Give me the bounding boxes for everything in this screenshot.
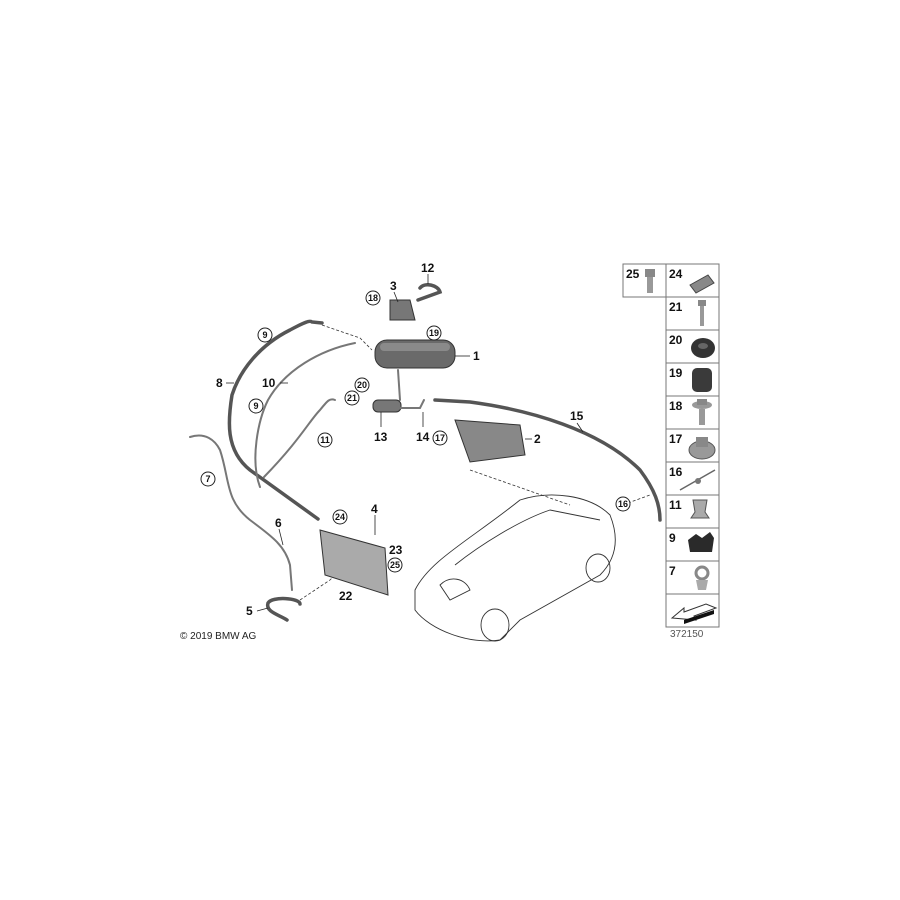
callout-12: 12: [421, 261, 435, 275]
callout-22: 22: [339, 589, 353, 603]
callout-8: 8: [216, 376, 223, 390]
svg-text:16: 16: [618, 499, 628, 509]
circled-callouts: 7 9 9 11 16 17 18 19 20 21 24 25: [200, 290, 631, 573]
pipe-clip-icon: [690, 499, 710, 519]
callout-9: 9: [248, 398, 264, 414]
parts-cell-25: [622, 263, 667, 298]
car-outline: [414, 494, 616, 642]
part-number: 17: [669, 432, 683, 446]
part-number: 25: [626, 267, 640, 281]
callout-25: 25: [387, 557, 403, 573]
part-number: 11: [669, 498, 682, 512]
callout-13: 13: [374, 430, 388, 444]
callout-15: 15: [570, 409, 584, 423]
part-number: 24: [669, 267, 683, 281]
clip-icon: [689, 274, 715, 294]
callout-24: 24: [332, 509, 348, 525]
callout-23: 23: [389, 543, 403, 557]
callout-3: 3: [390, 279, 397, 293]
svg-text:9: 9: [262, 330, 267, 340]
line-11: [263, 398, 336, 478]
activated-charcoal-canister: [372, 283, 456, 413]
line-5: [265, 596, 302, 622]
bolt-icon: [645, 269, 655, 293]
bracket-2: [454, 419, 526, 463]
callout-20: 20: [354, 377, 370, 393]
collar-bolt-icon: [692, 399, 712, 425]
part-number: 20: [669, 333, 683, 347]
callout-10: 10: [262, 376, 276, 390]
line-8: [227, 319, 324, 521]
part-number: 16: [669, 465, 683, 479]
callout-1: 1: [473, 349, 480, 363]
svg-text:17: 17: [435, 433, 445, 443]
part-number: 18: [669, 399, 683, 413]
callout-5: 5: [246, 604, 253, 618]
callout-7: 7: [200, 471, 216, 487]
svg-text:7: 7: [205, 474, 210, 484]
callout-14: 14: [416, 430, 430, 444]
part-number: 7: [669, 564, 676, 578]
callout-6: 6: [275, 516, 282, 530]
callout-21: 21: [344, 390, 360, 406]
svg-text:18: 18: [368, 293, 378, 303]
double-holder-icon: [688, 532, 714, 552]
callout-17: 17: [432, 430, 448, 446]
line-7: [189, 434, 293, 591]
svg-text:20: 20: [357, 380, 367, 390]
callout-16: 16: [615, 496, 631, 512]
svg-text:11: 11: [320, 435, 330, 445]
line-15: [433, 398, 662, 522]
svg-text:25: 25: [390, 560, 400, 570]
callout-4: 4: [371, 502, 378, 516]
svg-text:24: 24: [335, 512, 345, 522]
parts-cell-16: [665, 461, 720, 496]
fuel-lines: [189, 319, 662, 622]
part-number: 21: [669, 300, 683, 314]
callouts: 1 2 3 4 5 6 8 10 12 13 14 15 22 23: [216, 261, 584, 618]
flange-nut-icon: [688, 437, 716, 460]
callout-2: 2: [534, 432, 541, 446]
parts-grid: 25 24 21 20 19 18 17 16 11 9 7: [622, 263, 720, 628]
pipe-clip-icon: [694, 565, 710, 590]
screw-icon: [698, 300, 706, 326]
callout-9: 9: [257, 327, 273, 343]
parts-cell-11: [665, 494, 720, 529]
part-number: 9: [669, 531, 676, 545]
svg-text:9: 9: [253, 401, 258, 411]
svg-text:19: 19: [429, 328, 439, 338]
copyright: © 2019 BMW AG: [180, 631, 257, 642]
callout-19: 19: [426, 325, 442, 341]
svg-text:21: 21: [347, 393, 357, 403]
line-10: [254, 342, 356, 488]
callout-11: 11: [317, 432, 333, 448]
diagram-id: 372150: [670, 629, 704, 640]
grommet-icon: [691, 338, 715, 358]
bracket-22: [319, 529, 389, 596]
part-number: 19: [669, 366, 683, 380]
cable-tie-icon: [679, 469, 716, 491]
rubber-pad-icon: [692, 368, 712, 392]
callout-18: 18: [365, 290, 381, 306]
parts-cell-18: [665, 395, 720, 430]
